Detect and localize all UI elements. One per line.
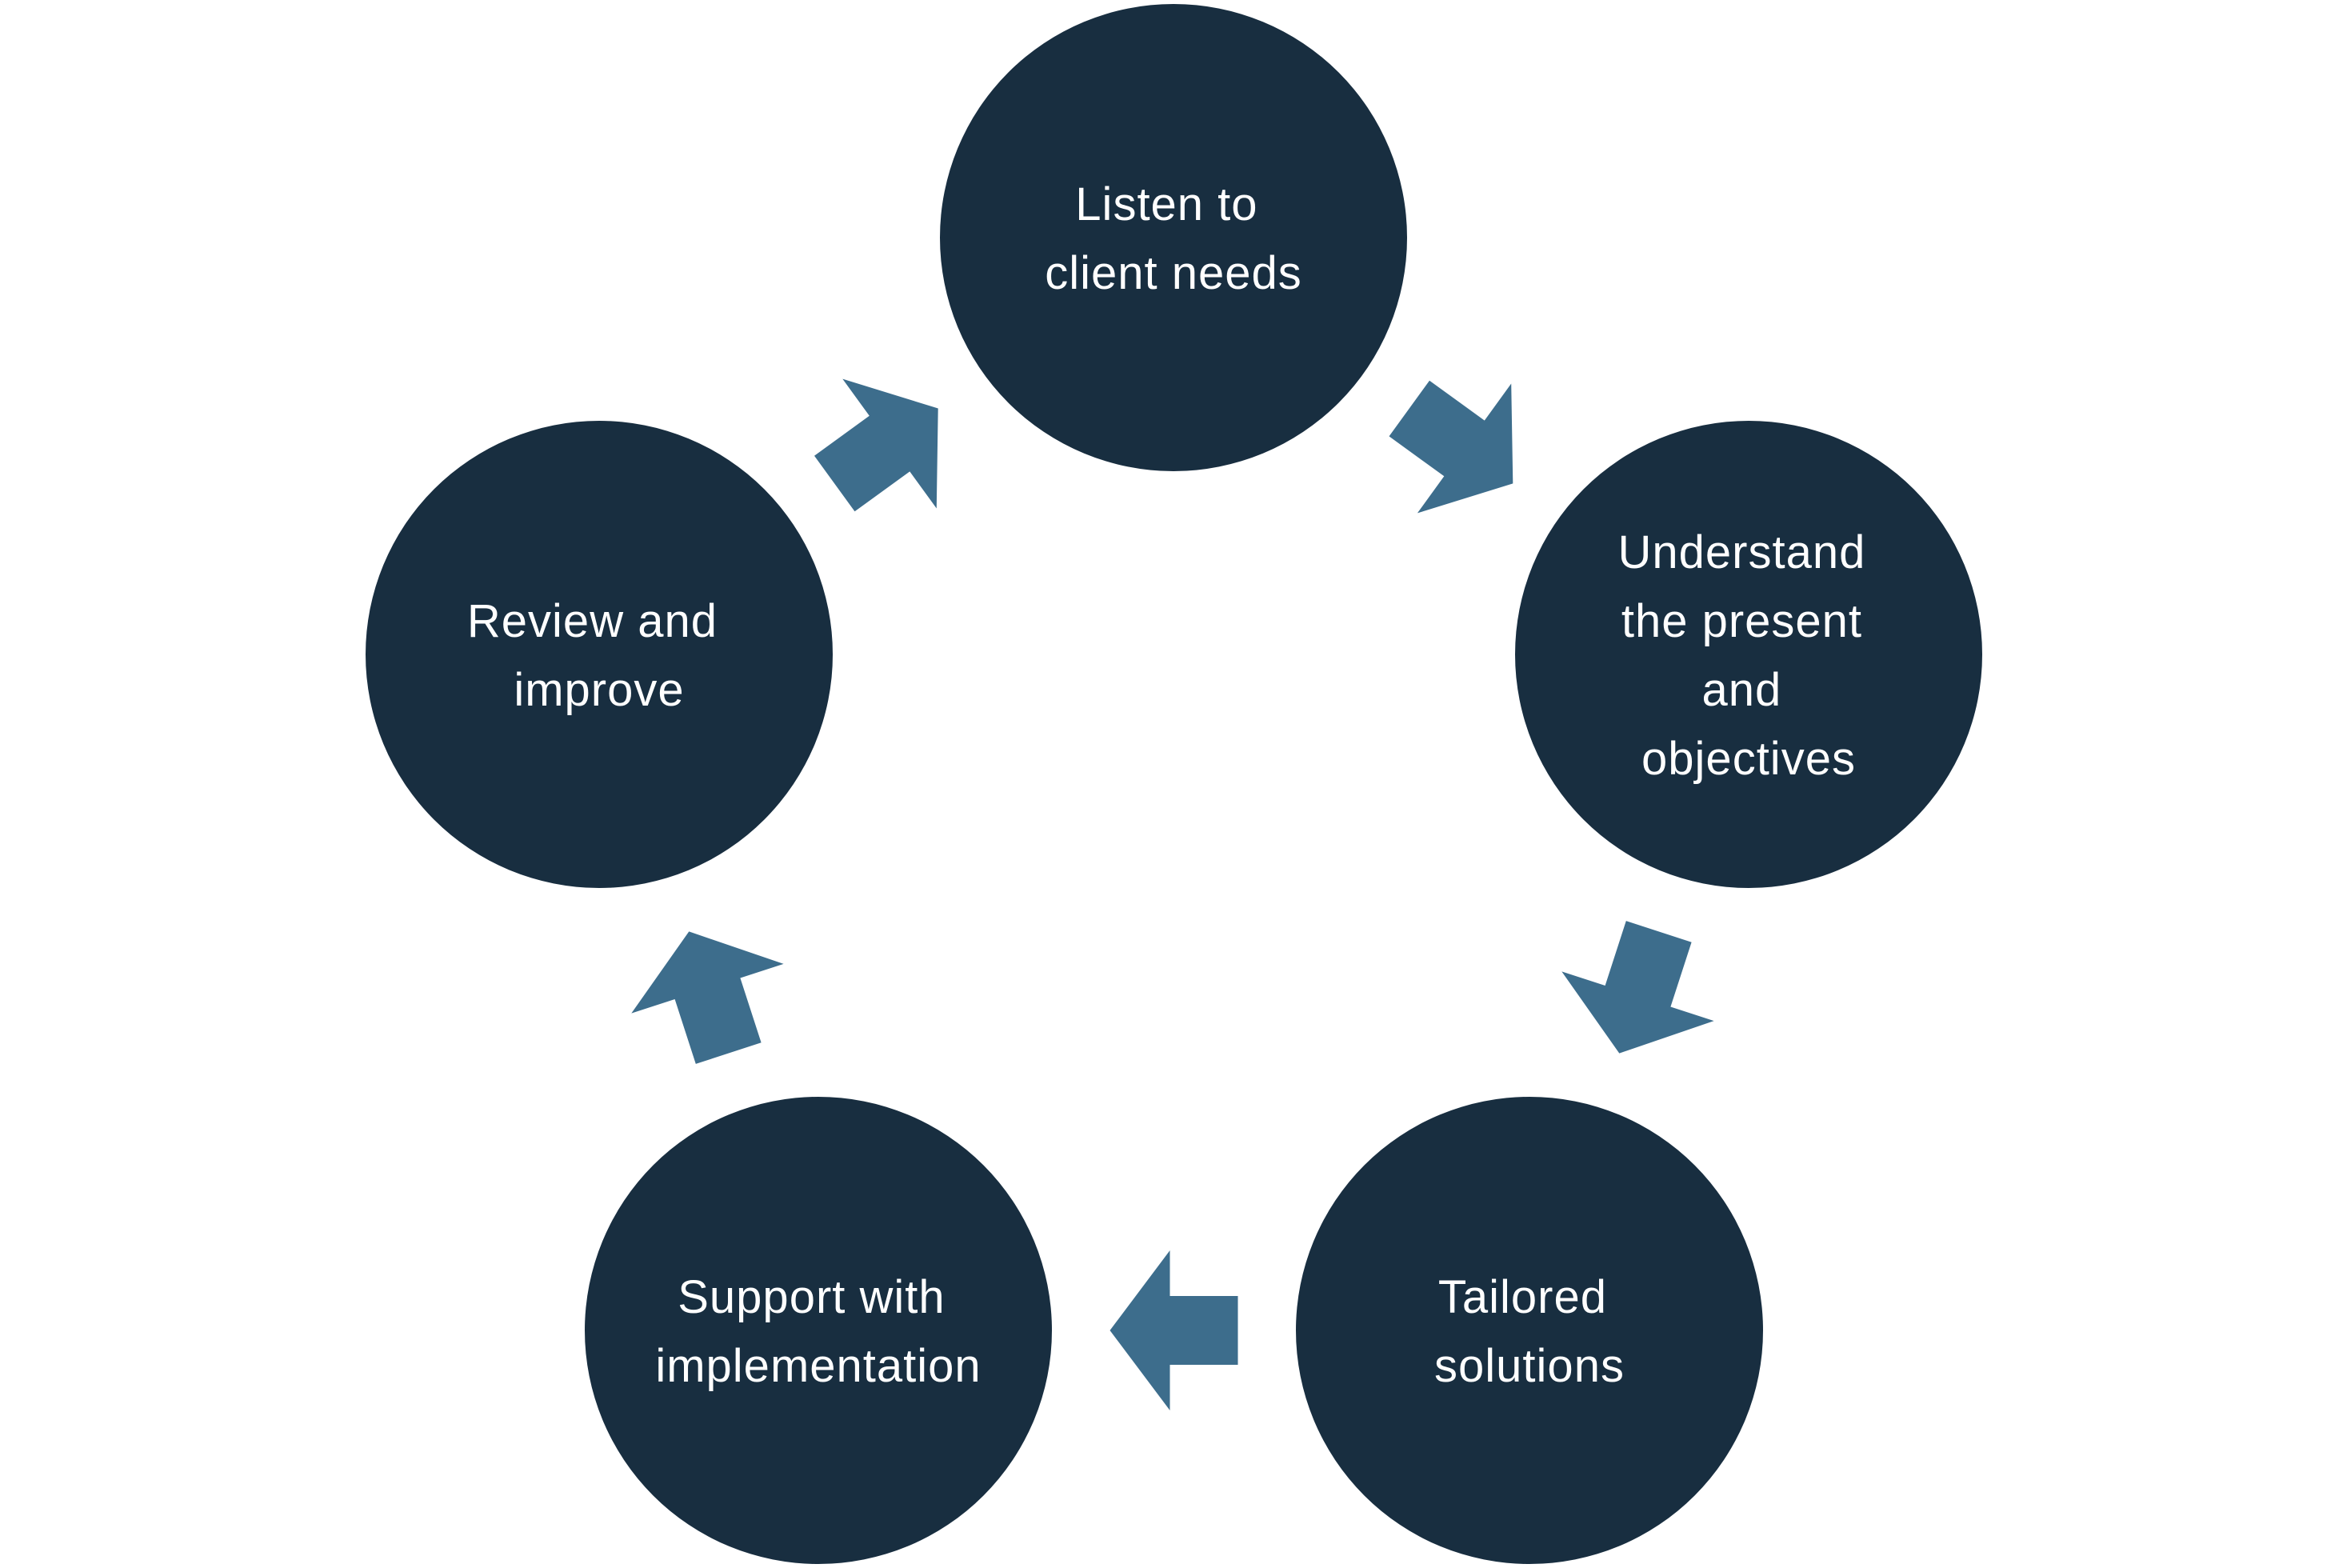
node-support-circle xyxy=(585,1097,1052,1564)
node-support-label: Support with implementation xyxy=(655,1271,981,1392)
node-tailored-label: Tailored solutions xyxy=(1434,1271,1625,1392)
node-listen-line-2: client needs xyxy=(1045,247,1302,299)
node-support-line-2: implementation xyxy=(655,1340,981,1392)
node-support: Support with implementation xyxy=(585,1097,1052,1564)
node-support-line-1: Support with xyxy=(678,1271,945,1323)
arrow-review-to-listen xyxy=(814,378,938,512)
node-review-label: Review and improve xyxy=(467,595,731,716)
node-listen-label: Listen to client needs xyxy=(1045,178,1302,299)
node-understand-circle xyxy=(1515,421,1982,888)
node-review: Review and improve xyxy=(366,421,833,888)
node-tailored-line-2: solutions xyxy=(1434,1340,1625,1392)
node-understand-line-1: Understand xyxy=(1618,526,1866,578)
node-tailored: Tailored solutions xyxy=(1296,1097,1763,1564)
node-review-line-2: improve xyxy=(514,664,684,716)
node-review-circle xyxy=(366,421,833,888)
node-listen-line-1: Listen to xyxy=(1075,178,1257,230)
arrow-support-to-review xyxy=(631,931,784,1064)
node-understand-line-3: and xyxy=(1702,664,1782,716)
node-listen-circle xyxy=(940,4,1407,471)
node-understand-label: Understand the present and objectives xyxy=(1618,526,1880,785)
node-understand-line-4: objectives xyxy=(1641,733,1856,785)
node-tailored-line-1: Tailored xyxy=(1438,1271,1607,1323)
node-tailored-circle xyxy=(1296,1097,1763,1564)
arrow-understand-to-tailored xyxy=(1561,921,1714,1054)
node-understand: Understand the present and objectives xyxy=(1515,421,1982,888)
node-listen: Listen to client needs xyxy=(940,4,1407,471)
cycle-arrows xyxy=(631,378,1714,1410)
node-review-line-1: Review and xyxy=(467,595,718,647)
arrow-listen-to-understand xyxy=(1389,380,1513,514)
node-understand-line-2: the present xyxy=(1621,595,1862,647)
arrow-tailored-to-support xyxy=(1110,1250,1238,1410)
